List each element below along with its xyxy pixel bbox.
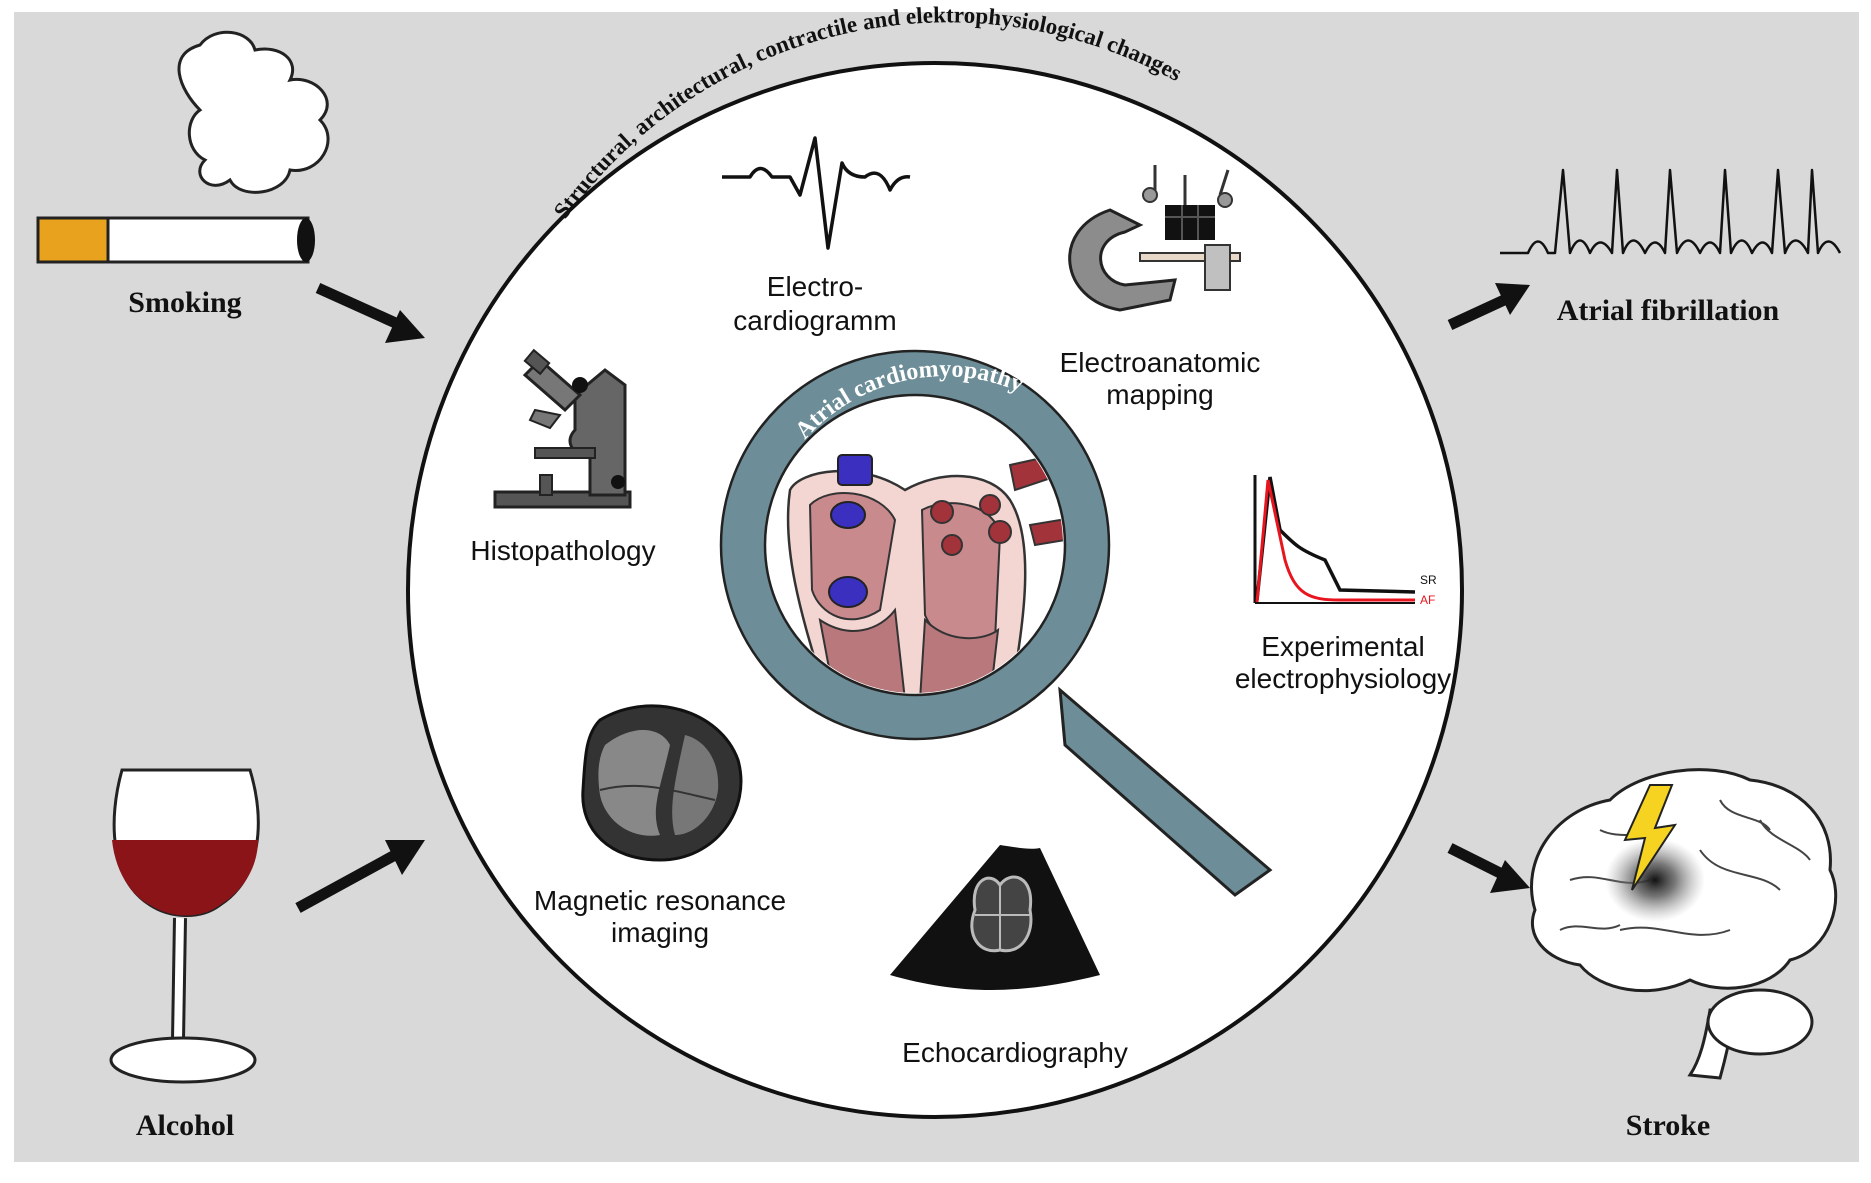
arrow-alcohol (295, 840, 425, 913)
brain-icon (1530, 768, 1838, 1080)
ep-label-line2: electrophysiology (1235, 663, 1451, 694)
arrow-stroke (1447, 843, 1530, 893)
ecg-label-line1: Electro- (767, 271, 863, 302)
wine-glass-icon (109, 768, 260, 1084)
arrow-af (1447, 283, 1530, 330)
mapping-label-line2: mapping (1106, 379, 1213, 410)
c-arm-icon (1068, 165, 1241, 312)
ep-label-line1: Experimental (1261, 631, 1424, 662)
histopathology-label: Histopathology (470, 535, 655, 566)
sr-legend: SR (1420, 573, 1437, 587)
mri-label-line2: imaging (611, 917, 709, 948)
heart-icon (786, 453, 1063, 693)
af-legend: AF (1420, 593, 1435, 607)
echo-icon (890, 845, 1100, 990)
af-ecg-icon (1500, 168, 1842, 255)
cigarette-icon (36, 216, 315, 264)
mri-label-line1: Magnetic resonance (534, 885, 786, 916)
smoking-label: Smoking (128, 286, 241, 319)
action-potential-icon (1253, 475, 1416, 604)
alcohol-label: Alcohol (136, 1109, 234, 1142)
mapping-label-line1: Electroanatomic (1060, 347, 1261, 378)
ecg-icon (722, 136, 911, 250)
smoke-cloud-icon (177, 30, 330, 194)
ecg-label-line2: cardiogramm (733, 305, 896, 336)
mri-icon (581, 704, 743, 862)
af-label: Atrial fibrillation (1557, 294, 1780, 327)
arrow-smoking (315, 282, 425, 343)
echo-label: Echocardiography (902, 1037, 1128, 1068)
microscope-icon (493, 348, 632, 509)
stroke-label: Stroke (1626, 1109, 1710, 1142)
